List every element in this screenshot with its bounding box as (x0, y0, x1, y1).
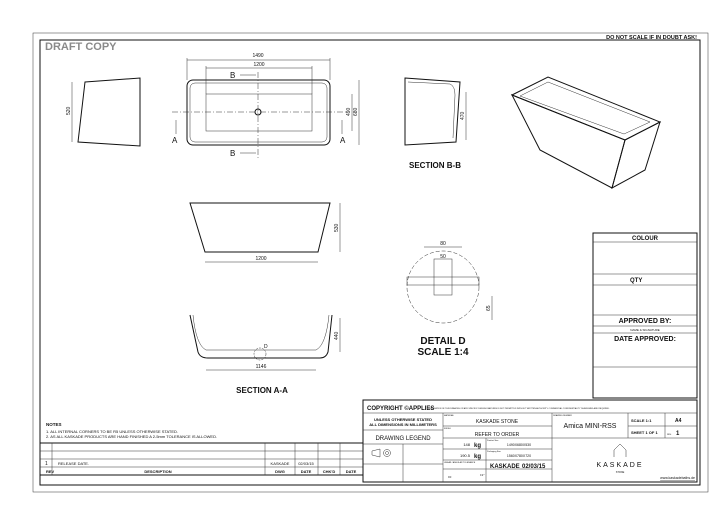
svg-text:440: 440 (334, 331, 340, 340)
drawing-number: Amica MINI-RSS (564, 423, 617, 430)
section-a-a: D 440 1146 SECTION A-A (189, 314, 341, 395)
svg-text:REV: REV (46, 469, 55, 474)
outer-border (32, 32, 709, 493)
svg-text:A: A (340, 136, 346, 145)
svg-text:530: 530 (334, 223, 340, 232)
svg-text:REFER TO ORDER: REFER TO ORDER (475, 432, 520, 438)
svg-text:D: D (264, 344, 268, 350)
svg-text:COLOUR: COLOUR (632, 236, 659, 242)
svg-text:FINISH: FINISH (444, 428, 451, 430)
detail-d: 80 50 65 DETAIL D SCALE 1:4 (406, 241, 493, 358)
section-b-b: 470 SECTION B-B (404, 77, 467, 170)
svg-text:520: 520 (66, 106, 72, 115)
svg-text:DETAIL D: DETAIL D (420, 336, 465, 347)
svg-text:1: 1 (676, 431, 680, 437)
title-block: COPYRIGHT ©APPLIES DUPLICATION OF THIS D… (362, 399, 698, 483)
svg-text:190.5: 190.5 (460, 453, 471, 458)
approval-panel: COLOUR QTY APPROVED BY: NAME & SIGNATURE… (592, 232, 698, 399)
svg-text:1490X680X530: 1490X680X530 (507, 443, 531, 447)
svg-text:1200: 1200 (255, 256, 266, 262)
svg-text:MATERIAL: MATERIAL (444, 414, 455, 417)
svg-text:QTY: QTY (630, 278, 642, 284)
svg-text:1. ALL INTERNAL CORNERS TO BE: 1. ALL INTERNAL CORNERS TO BE R5 UNLESS … (46, 429, 178, 434)
svg-text:ALL DIMENSIONS IN MILLIMETERS: ALL DIMENSIONS IN MILLIMETERS (369, 422, 437, 427)
svg-text:CHK'D: CHK'D (323, 469, 336, 474)
draft-watermark: DRAFT COPY (45, 41, 117, 53)
svg-text:B: B (230, 149, 235, 158)
svg-text:02/03/15: 02/03/15 (298, 461, 314, 466)
notes-revisions: NOTES 1. ALL INTERNAL CORNERS TO BE R5 U… (39, 422, 364, 476)
svg-text:kg: kg (474, 443, 481, 449)
svg-text:RELEASE DATE.: RELEASE DATE. (58, 461, 89, 466)
svg-text:1200: 1200 (253, 62, 264, 68)
svg-text:REV.: REV. (667, 434, 672, 436)
svg-text:DWG: DWG (275, 469, 285, 474)
projection-symbol-icon (371, 448, 391, 458)
svg-text:DATE APPROVED:: DATE APPROVED: (614, 336, 676, 343)
plan-view: 1490 1200 490 680 A A B B (172, 53, 360, 160)
svg-text:APPROVED BY:: APPROVED BY: (619, 318, 672, 325)
side-view: 520 (66, 77, 141, 147)
svg-text:SCALE 1:4: SCALE 1:4 (417, 347, 469, 358)
svg-text:STONE: STONE (616, 471, 625, 474)
svg-text:DESCRIPTION: DESCRIPTION (144, 469, 171, 474)
svg-text:SHEET 1 OF 1: SHEET 1 OF 1 (631, 430, 658, 435)
front-view: 1200 530 (189, 202, 341, 263)
svg-text:1490: 1490 (252, 53, 263, 59)
svg-text:2. AS ALL KASKADE PRODUCTS ARE: 2. AS ALL KASKADE PRODUCTS ARE HAND FINI… (46, 434, 217, 439)
svg-text:1560X780X720: 1560X780X720 (507, 454, 531, 458)
svg-text:490: 490 (346, 107, 352, 116)
svg-text:DUPLICATION OF THIS DRAWING OR: DUPLICATION OF THIS DRAWING OR ANY SPECI… (428, 407, 610, 410)
svg-text:B: B (230, 71, 235, 80)
svg-text:kg: kg (474, 454, 481, 460)
svg-text:LINEAR / ANGULAR TOLERANCE: LINEAR / ANGULAR TOLERANCE (444, 461, 476, 464)
svg-text:50: 50 (440, 254, 446, 260)
svg-text:680: 680 (353, 107, 359, 116)
svg-text:±1°: ±1° (480, 473, 485, 477)
svg-text:80: 80 (440, 241, 446, 247)
svg-text:DATE: DATE (346, 469, 357, 474)
svg-text:1146: 1146 (256, 364, 267, 370)
svg-text:±0: ±0 (448, 475, 452, 479)
svg-text:DRAWING NUMBER: DRAWING NUMBER (553, 414, 572, 417)
isometric-view (510, 76, 662, 189)
svg-text:KASKADE: KASKADE (271, 461, 290, 466)
kaskade-logo: KASKADE STONE (596, 443, 643, 474)
svg-text:148: 148 (463, 442, 470, 447)
svg-text:DRAWING LEGEND: DRAWING LEGEND (375, 436, 431, 442)
svg-text:COPYRIGHT ©APPLIES: COPYRIGHT ©APPLIES (367, 405, 434, 412)
svg-text:02/03/15: 02/03/15 (522, 464, 546, 470)
svg-text:KASKADE: KASKADE (596, 462, 643, 469)
svg-text:SECTION B-B: SECTION B-B (409, 161, 461, 170)
svg-text:Packaging Size: Packaging Size (487, 451, 502, 453)
drawing-frame (39, 39, 701, 486)
svg-text:SECTION A-A: SECTION A-A (236, 386, 288, 395)
svg-text:A: A (172, 136, 178, 145)
svg-text:KASKADE: KASKADE (490, 464, 520, 470)
svg-text:DATE: DATE (301, 469, 312, 474)
scale-warning: DO NOT SCALE IF IN DOUBT ASK! (606, 35, 697, 41)
svg-text:KASKADE STONE: KASKADE STONE (476, 419, 519, 425)
svg-text:NOTES: NOTES (46, 422, 62, 427)
svg-text:65: 65 (486, 305, 492, 311)
svg-text:470: 470 (460, 111, 466, 120)
svg-text:Product Size: Product Size (487, 439, 499, 442)
svg-text:SCALE 1:1: SCALE 1:1 (631, 418, 652, 423)
svg-text:UNLESS OTHERWISE STATED: UNLESS OTHERWISE STATED (374, 417, 432, 422)
svg-text:NAME & SIGNATURE: NAME & SIGNATURE (630, 328, 660, 332)
website-link[interactable]: www.kaskadebaths.de (660, 476, 695, 480)
svg-text:A4: A4 (675, 418, 682, 424)
svg-text:1: 1 (45, 461, 48, 467)
